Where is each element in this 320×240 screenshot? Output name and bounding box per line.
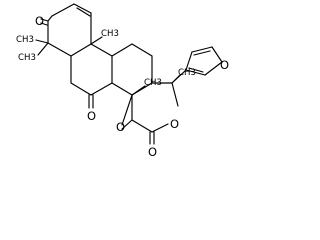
bond [47, 15, 53, 22]
atom-labels: O O O O O O [35, 14, 229, 159]
bond [76, 7, 91, 17]
bond [51, 3, 75, 17]
bond [131, 43, 153, 57]
gem-dimethyl-bonds [35, 39, 49, 56]
methyl-c8-label: CH3 [144, 78, 162, 88]
bond [121, 94, 133, 126]
bond [70, 82, 92, 96]
bond [73, 3, 92, 14]
bond [131, 119, 153, 133]
ring-d-bonds [121, 82, 179, 145]
bond [171, 82, 179, 107]
bond [35, 39, 49, 44]
ring-a-bonds [40, 3, 92, 57]
ketone-oxygen-b: O [87, 109, 96, 123]
methyl-c4a-label: CH3 [16, 35, 34, 45]
lactone-carbonyl-oxygen: O [148, 145, 157, 159]
bond [171, 69, 187, 84]
bond [90, 82, 113, 96]
methyl-labels: CH3 CH3 CH3 CH3 CH3 [16, 29, 196, 88]
lactone-ring-oxygen: O [170, 117, 179, 131]
bond [191, 46, 213, 53]
methyl-c10-label: CH3 [101, 29, 119, 39]
bond [185, 69, 206, 76]
bond [185, 51, 193, 71]
ring-b-bonds [70, 43, 113, 109]
bond [111, 43, 133, 57]
ketone-oxygen-a: O [35, 14, 44, 28]
bond [188, 67, 204, 73]
bond [121, 119, 133, 130]
methyl-c13-label: CH3 [178, 68, 196, 78]
bond [90, 36, 103, 45]
bond [111, 82, 133, 96]
furan-oxygen: O [220, 58, 229, 72]
furan-bonds [171, 46, 223, 84]
bond [90, 43, 113, 57]
bond [204, 61, 223, 76]
chemical-structure-diagram: O O O O O O CH3 CH3 CH3 CH3 CH3 [16, 3, 229, 159]
bond [151, 123, 169, 133]
bond [40, 22, 48, 26]
bond [131, 85, 146, 96]
bond [37, 42, 49, 56]
bond [70, 43, 92, 57]
bond [40, 18, 49, 22]
bond [193, 50, 211, 56]
bond [47, 42, 72, 57]
bond [211, 46, 223, 63]
methyl-c4b-label: CH3 [18, 53, 36, 63]
epoxide-oxygen: O [116, 120, 125, 134]
